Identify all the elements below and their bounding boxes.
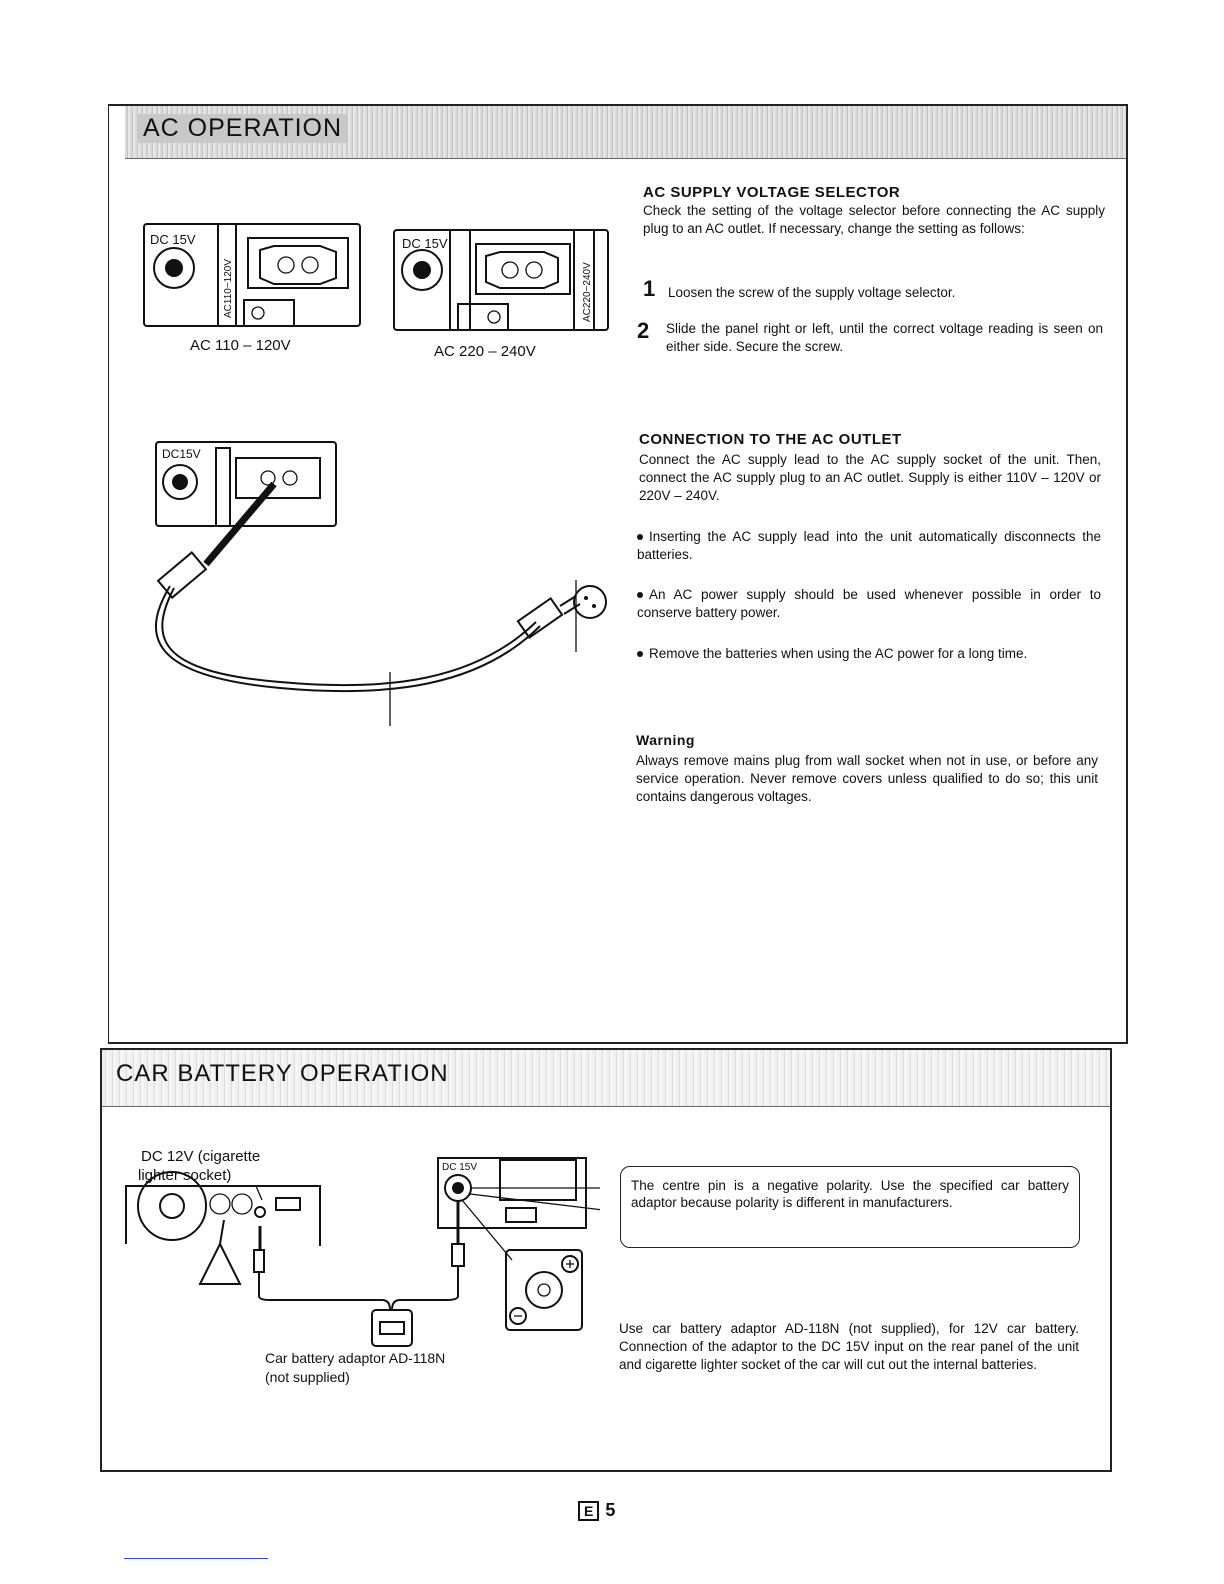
language-box: E <box>578 1501 600 1521</box>
bullet-item-1: Inserting the AC supply lead into the un… <box>637 528 1101 564</box>
step-1-number: 1 <box>643 276 656 301</box>
panel-dc-label-right: DC 15V <box>402 236 448 251</box>
bullet-1-text: Inserting the AC supply lead into the un… <box>637 529 1101 562</box>
ac-outlet-intro: Connect the AC supply lead to the AC sup… <box>639 452 1101 503</box>
page-number-value: 5 <box>605 1500 616 1520</box>
step-1-text: Loosen the screw of the supply voltage s… <box>668 285 956 300</box>
slider-label-right: AC220~240V <box>582 262 593 322</box>
car-battery-description: Use car battery adaptor AD-118N (not sup… <box>619 1321 1079 1372</box>
slider-label-left: AC110~120V <box>223 259 234 318</box>
panel-110v-label: AC 110 – 120V <box>190 337 291 354</box>
adaptor-label-line-1: Car battery adaptor AD-118N <box>265 1350 446 1366</box>
ac-outlet-heading: CONNECTION TO THE AC OUTLET <box>639 431 902 448</box>
voltage-selector-heading: AC SUPPLY VOLTAGE SELECTOR <box>643 184 901 201</box>
adaptor-label-line-2: (not supplied) <box>265 1369 350 1385</box>
ac-operation-section: AC OPERATION <box>108 104 1128 1044</box>
car-battery-title: CAR BATTERY OPERATION <box>116 1060 449 1087</box>
polarity-callout: The centre pin is a negative polarity. U… <box>620 1166 1080 1248</box>
bullet-dot <box>637 651 643 658</box>
bullet-3-text: Remove the batteries when using the AC p… <box>649 646 1028 661</box>
socket-label-line-1: DC 12V (cigarette <box>141 1148 261 1165</box>
car-battery-section: CAR BATTERY OPERATION <box>100 1048 1112 1472</box>
bullet-2-text: An AC power supply should be used whenev… <box>637 587 1101 620</box>
bullet-dot <box>637 534 643 541</box>
unit-dc-label: DC 15V <box>442 1162 477 1173</box>
panel-220v-label: AC 220 – 240V <box>434 343 536 360</box>
car-battery-header-band: CAR BATTERY OPERATION <box>102 1050 1110 1107</box>
panel-110v-figure: DC 15V AC110~120V <box>143 223 361 327</box>
bullet-dot <box>637 592 643 599</box>
bullet-item-3: Remove the batteries when using the AC p… <box>637 645 1101 663</box>
ac-operation-title: AC OPERATION <box>137 114 349 143</box>
panel-220v-figure: DC 15V AC220~240V <box>393 229 609 331</box>
step-2-number: 2 <box>637 318 650 343</box>
voltage-selector-intro: Check the setting of the voltage selecto… <box>643 203 1105 236</box>
footer-rule <box>124 1558 268 1559</box>
voltage-selector-illustration: DC 15V AC110~120V DC 15V AC220~240V <box>143 223 609 331</box>
socket-label-line-2: lighter socket) <box>138 1167 232 1184</box>
car-battery-illustration: DC 15V <box>125 1157 600 1347</box>
outlet-dc-label: DC15V <box>162 447 201 461</box>
warning-text: Always remove mains plug from wall socke… <box>636 753 1098 804</box>
bullet-item-2: An AC power supply should be used whenev… <box>637 586 1101 622</box>
step-2-text: Slide the panel right or left, until the… <box>666 321 1103 354</box>
panel-dc-label-left: DC 15V <box>150 232 196 247</box>
ac-operation-header-band: AC OPERATION <box>125 106 1126 159</box>
warning-heading: Warning <box>636 732 695 748</box>
ac-lead-illustration: DC15V <box>155 441 607 726</box>
